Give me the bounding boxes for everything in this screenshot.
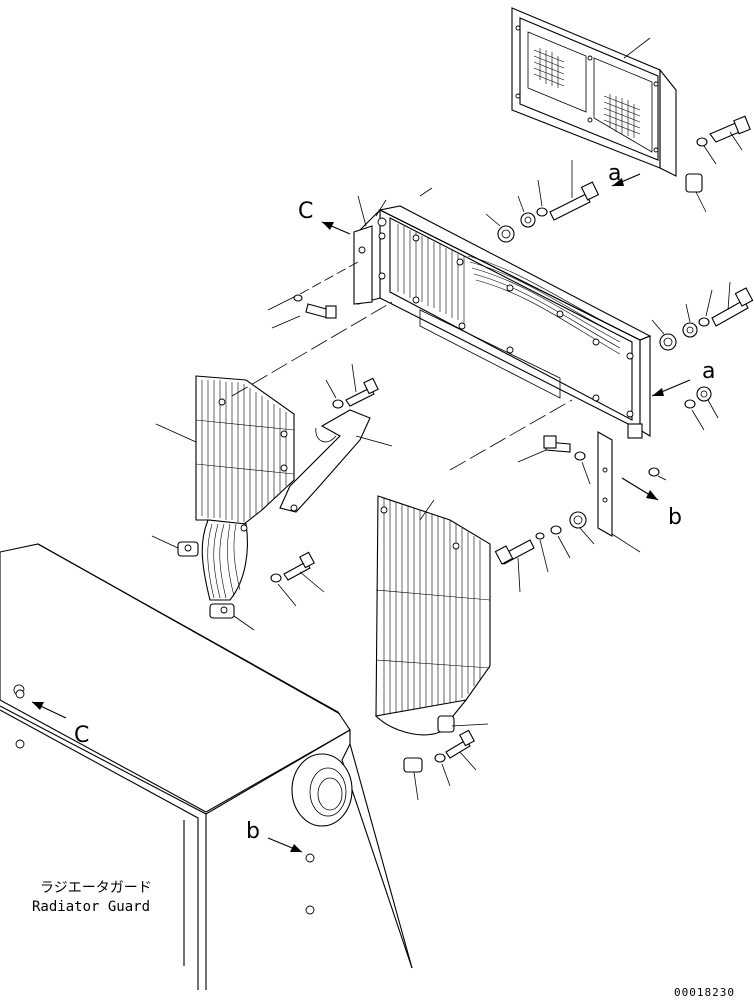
washer-right-lower2 [434, 753, 451, 787]
drawing-code: 00018230 [674, 986, 735, 999]
view-label-a-upper: a [608, 161, 621, 186]
radiator-fins-upper [397, 224, 465, 324]
left-guard-fins [195, 380, 295, 522]
bolt-upper [549, 160, 600, 221]
radiator-fins-diagonal [467, 255, 621, 355]
radiator-core-upper [357, 187, 652, 437]
nut-right [696, 386, 719, 419]
bolt-upper-left [293, 294, 337, 319]
bushing-upper [517, 195, 536, 228]
arrow-b-lower: b [246, 819, 303, 853]
mount-plate [597, 431, 641, 553]
clip-right [627, 423, 643, 439]
washer-upper [536, 179, 548, 217]
arrow-b-upper: b [621, 477, 682, 530]
grommet-right-middle [651, 319, 677, 351]
bolt-mid-right [517, 435, 571, 463]
spacer-top-right [685, 173, 707, 213]
view-label-b-upper: b [668, 505, 682, 530]
arm-bracket-left [279, 409, 393, 513]
bolt-right-lower [445, 729, 477, 771]
view-label-a-lower: a [702, 359, 715, 384]
arrow-a-upper: a [608, 161, 641, 187]
caption-japanese: ラジエータガード [40, 880, 152, 896]
clamp-left-upper [151, 535, 199, 557]
washer-mid-lower [550, 525, 571, 559]
bushing-right-middle [682, 303, 698, 338]
bracket-upper-left [353, 195, 387, 305]
assembly-lines [231, 261, 573, 471]
washer-mid-small [535, 532, 549, 573]
arrow-a-lower: a [651, 359, 715, 397]
mesh-screen-panel [511, 7, 677, 177]
bolt-right-middle [711, 281, 754, 327]
arrow-c-upper: C [298, 199, 351, 235]
washer-mid-right [574, 451, 591, 485]
right-side-guard [374, 495, 491, 736]
washer-left-lower [270, 573, 297, 607]
bolt-top-right [709, 115, 751, 151]
view-label-c-lower: C [74, 723, 89, 748]
bolt-arm [345, 363, 379, 407]
arrow-c-lower: C [31, 701, 89, 748]
clamp-left-lower [209, 603, 255, 631]
bushing-mid [569, 511, 595, 545]
machine-body [0, 543, 413, 990]
view-label-c-upper: C [298, 199, 313, 224]
washer-right-lower [684, 399, 705, 431]
caption-english: Radiator Guard [32, 899, 150, 915]
screen-mesh-right [603, 94, 641, 138]
washer-top-right [696, 137, 717, 165]
bolt-left-lower [283, 551, 325, 593]
screen-mesh-left [533, 48, 565, 88]
clamp-right-bottom [403, 757, 423, 801]
bolt-mid-lower [494, 539, 535, 593]
washer-right-middle [698, 289, 713, 327]
view-label-b-lower: b [246, 819, 260, 844]
washer-plate-right [648, 467, 667, 481]
grommet-upper [485, 213, 515, 243]
right-guard-fins [375, 498, 491, 716]
clamp-right-lower [437, 715, 489, 733]
washer-arm [325, 379, 344, 409]
left-side-guard [155, 375, 295, 601]
